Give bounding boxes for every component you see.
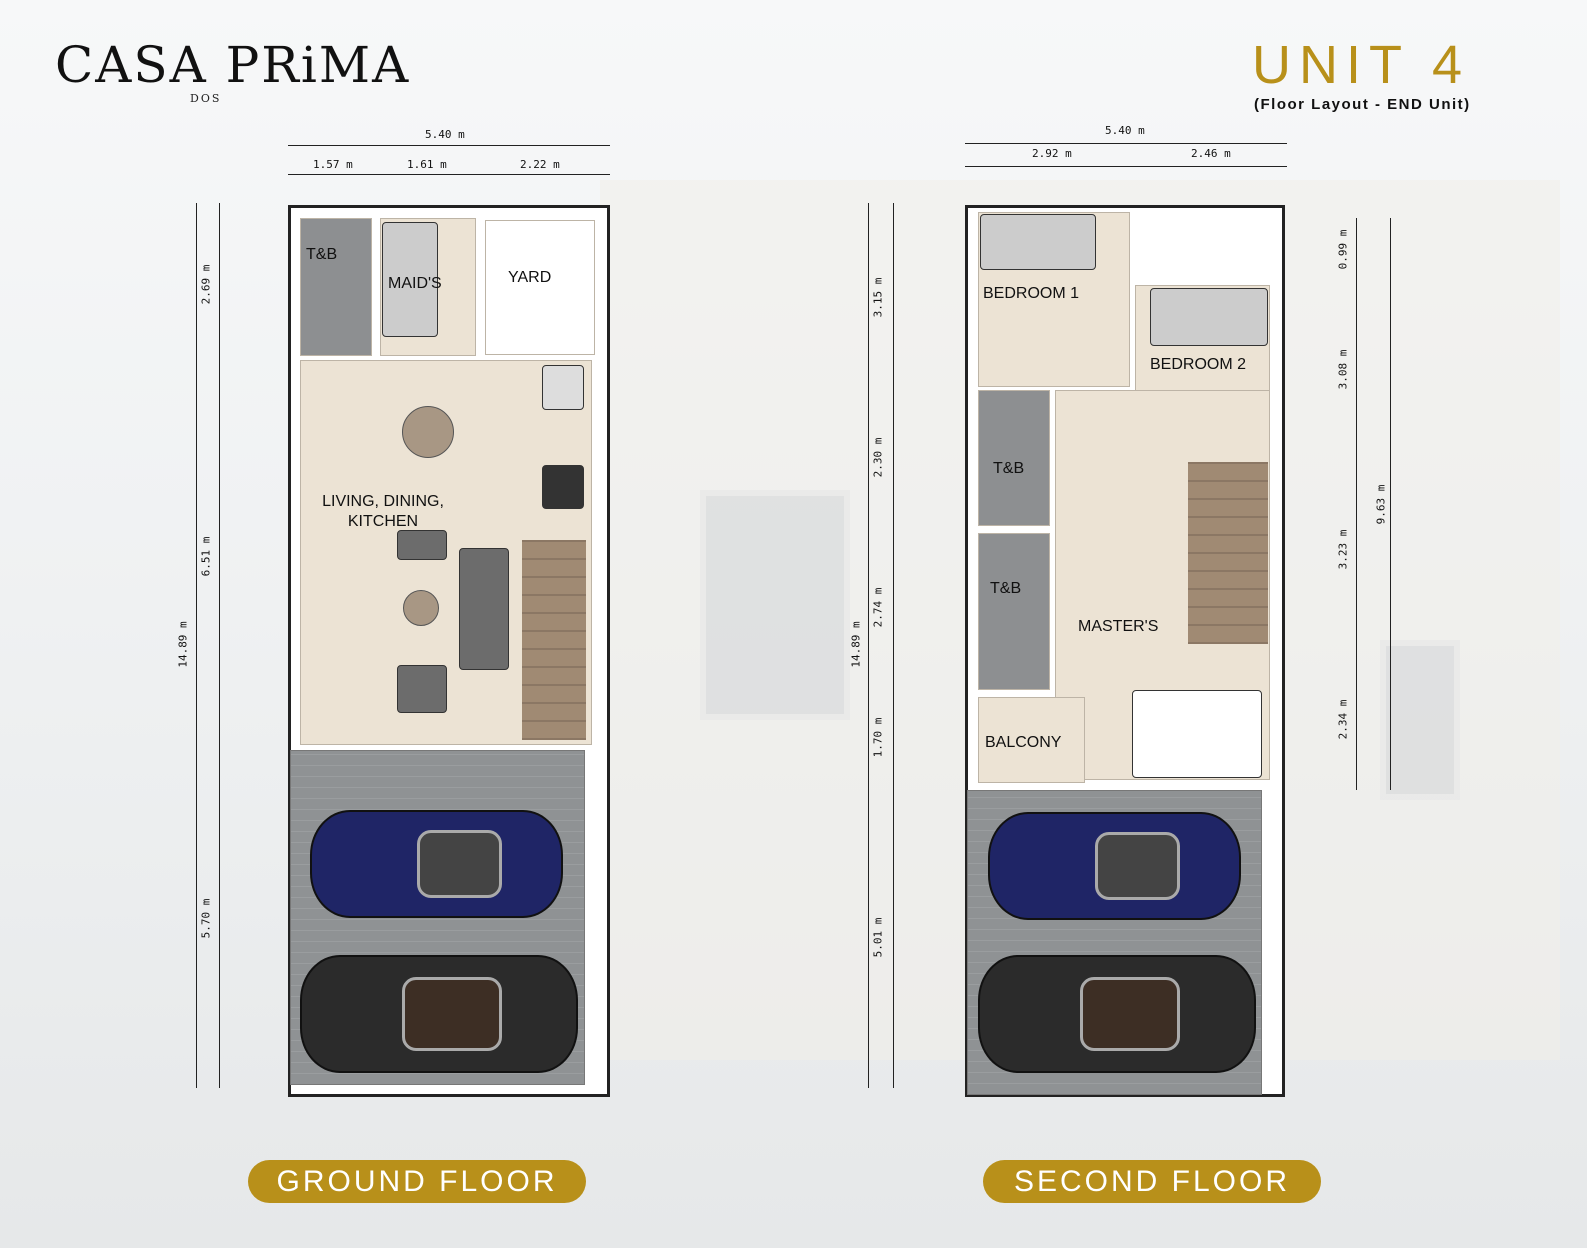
dim-r-total: 9.63 m — [1374, 484, 1388, 525]
label-tb-2: T&B — [990, 580, 1022, 597]
dim-total-depth: 14.89 m — [176, 621, 190, 668]
dim-line — [219, 203, 220, 1088]
dim-line — [965, 166, 1287, 167]
stairs — [522, 540, 586, 740]
background-window — [1380, 640, 1460, 800]
bed-icon — [382, 222, 438, 337]
dim-line — [1356, 218, 1357, 790]
armchair-icon — [397, 530, 447, 560]
label-tb: T&B — [306, 246, 338, 263]
label-maids: MAID'S — [388, 275, 442, 292]
stairs — [1188, 462, 1268, 644]
dim-w1: 2.92 m — [1032, 147, 1072, 160]
background-window — [700, 490, 850, 720]
dim-line — [965, 143, 1287, 144]
brand-logo: CASA PRiMA — [55, 36, 411, 94]
car-icon — [988, 812, 1241, 920]
fridge-icon — [542, 365, 584, 410]
label-yard: YARD — [508, 269, 552, 286]
dining-table-icon — [402, 406, 454, 458]
room-yard — [485, 220, 595, 355]
room-balcony — [978, 697, 1085, 783]
car-icon — [300, 955, 578, 1073]
dim-r2: 3.08 m — [1336, 349, 1350, 390]
dim-line — [288, 174, 610, 175]
dim-l4: 1.70 m — [871, 717, 885, 758]
ground-floor-title: GROUND FLOOR — [248, 1160, 586, 1203]
dim-total-width: 5.40 m — [1105, 124, 1145, 137]
dim-r4: 2.34 m — [1336, 699, 1350, 740]
dim-l3: 2.74 m — [871, 587, 885, 628]
dim-l5: 5.01 m — [871, 917, 885, 958]
dim-d3: 5.70 m — [199, 898, 213, 939]
room-tb — [300, 218, 372, 356]
stove-icon — [542, 465, 584, 509]
bed-icon — [980, 214, 1096, 270]
label-masters: MASTER'S — [1078, 618, 1159, 635]
dim-line — [288, 145, 610, 146]
dim-line — [1390, 218, 1391, 790]
dim-l2: 2.30 m — [871, 437, 885, 478]
sofa-icon — [459, 548, 509, 670]
dim-w3: 2.22 m — [520, 158, 560, 171]
label-tb-1: T&B — [993, 460, 1025, 477]
room-tb-2 — [978, 533, 1050, 690]
armchair-icon — [397, 665, 447, 713]
label-living: LIVING, DINING, KITCHEN — [322, 493, 444, 530]
coffee-table-icon — [403, 590, 439, 626]
car-icon — [978, 955, 1256, 1073]
second-floor-title: SECOND FLOOR — [983, 1160, 1321, 1203]
label-bedroom-1: BEDROOM 1 — [983, 285, 1080, 302]
label-bedroom-2: BEDROOM 2 — [1150, 356, 1247, 373]
room-tb-1 — [978, 390, 1050, 526]
dim-line — [868, 203, 869, 1088]
dim-total-width: 5.40 m — [425, 128, 465, 141]
dim-l1: 3.15 m — [871, 277, 885, 318]
dim-total-depth: 14.89 m — [849, 621, 863, 668]
dim-r1: 0.99 m — [1336, 229, 1350, 270]
dim-d1: 2.69 m — [199, 264, 213, 305]
dim-r3: 3.23 m — [1336, 529, 1350, 570]
car-icon — [310, 810, 563, 918]
brand-sub: DOS — [190, 92, 222, 105]
bed-icon — [1132, 690, 1262, 778]
label-balcony: BALCONY — [985, 734, 1062, 751]
dim-w1: 1.57 m — [313, 158, 353, 171]
dim-w2: 1.61 m — [407, 158, 447, 171]
dim-w2: 2.46 m — [1191, 147, 1231, 160]
dim-line — [196, 203, 197, 1088]
dim-line — [893, 203, 894, 1088]
dim-d2: 6.51 m — [199, 536, 213, 577]
unit-subtitle: (Floor Layout - END Unit) — [1254, 96, 1471, 113]
bed-icon — [1150, 288, 1268, 346]
unit-title: UNIT 4 — [1252, 35, 1471, 95]
